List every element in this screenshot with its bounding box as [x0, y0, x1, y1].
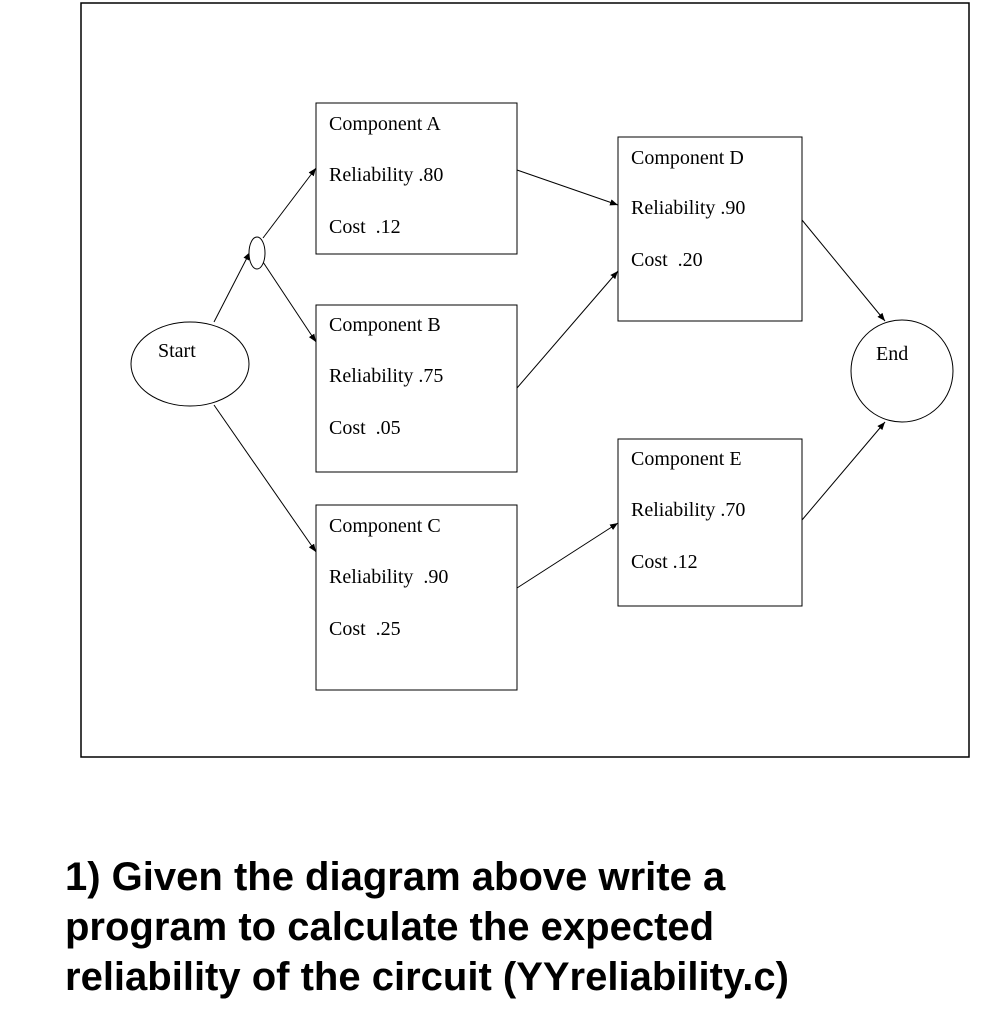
component-a-cost: Cost .12	[329, 216, 401, 238]
component-c-cost: Cost .25	[329, 618, 401, 640]
end-node: End	[850, 319, 954, 423]
component-e-name: Component E	[631, 448, 742, 470]
component-e-reliability: Reliability .70	[631, 499, 745, 521]
component-c-box: Component C Reliability .90 Cost .25	[315, 504, 518, 691]
component-d-reliability: Reliability .90	[631, 197, 745, 219]
start-node: Start	[130, 321, 250, 407]
component-d-name: Component D	[631, 147, 744, 169]
component-c-reliability: Reliability .90	[329, 566, 448, 588]
component-d-box: Component D Reliability .90 Cost .20	[617, 136, 803, 322]
component-a-name: Component A	[329, 113, 441, 135]
edge-a-to-d	[516, 169, 619, 206]
edge-d-to-end	[801, 219, 886, 322]
edge-e-to-end	[801, 421, 886, 521]
edge-junction-to-a	[262, 167, 317, 239]
component-b-reliability: Reliability .75	[329, 365, 443, 387]
diagram-frame	[80, 2, 970, 758]
component-a-box: Component A Reliability .80 Cost .12	[315, 102, 518, 255]
component-a-reliability: Reliability .80	[329, 164, 443, 186]
question-line-3: reliability of the circuit (YYreliabilit…	[65, 955, 789, 999]
edge-start-to-junction	[213, 251, 251, 323]
reliability-diagram: Start End Component A Reliability .80 Co…	[80, 2, 970, 758]
component-d-cost: Cost .20	[631, 249, 703, 271]
edge-c-to-e	[516, 522, 619, 589]
edge-junction-to-b	[262, 261, 317, 343]
component-c-name: Component C	[329, 515, 441, 537]
question-text: 1) Given the diagram above write a progr…	[65, 852, 965, 1002]
start-label: Start	[158, 340, 196, 362]
component-b-name: Component B	[329, 314, 441, 336]
component-b-box: Component B Reliability .75 Cost .05	[315, 304, 518, 473]
edge-b-to-d	[516, 270, 619, 389]
question-line-1: 1) Given the diagram above write a	[65, 855, 726, 899]
component-e-box: Component E Reliability .70 Cost .12	[617, 438, 803, 607]
question-line-2: program to calculate the expected	[65, 905, 715, 949]
edge-start-to-c	[213, 404, 317, 553]
end-label: End	[876, 343, 908, 365]
component-b-cost: Cost .05	[329, 417, 401, 439]
junction-node	[248, 236, 266, 270]
component-e-cost: Cost .12	[631, 551, 698, 573]
